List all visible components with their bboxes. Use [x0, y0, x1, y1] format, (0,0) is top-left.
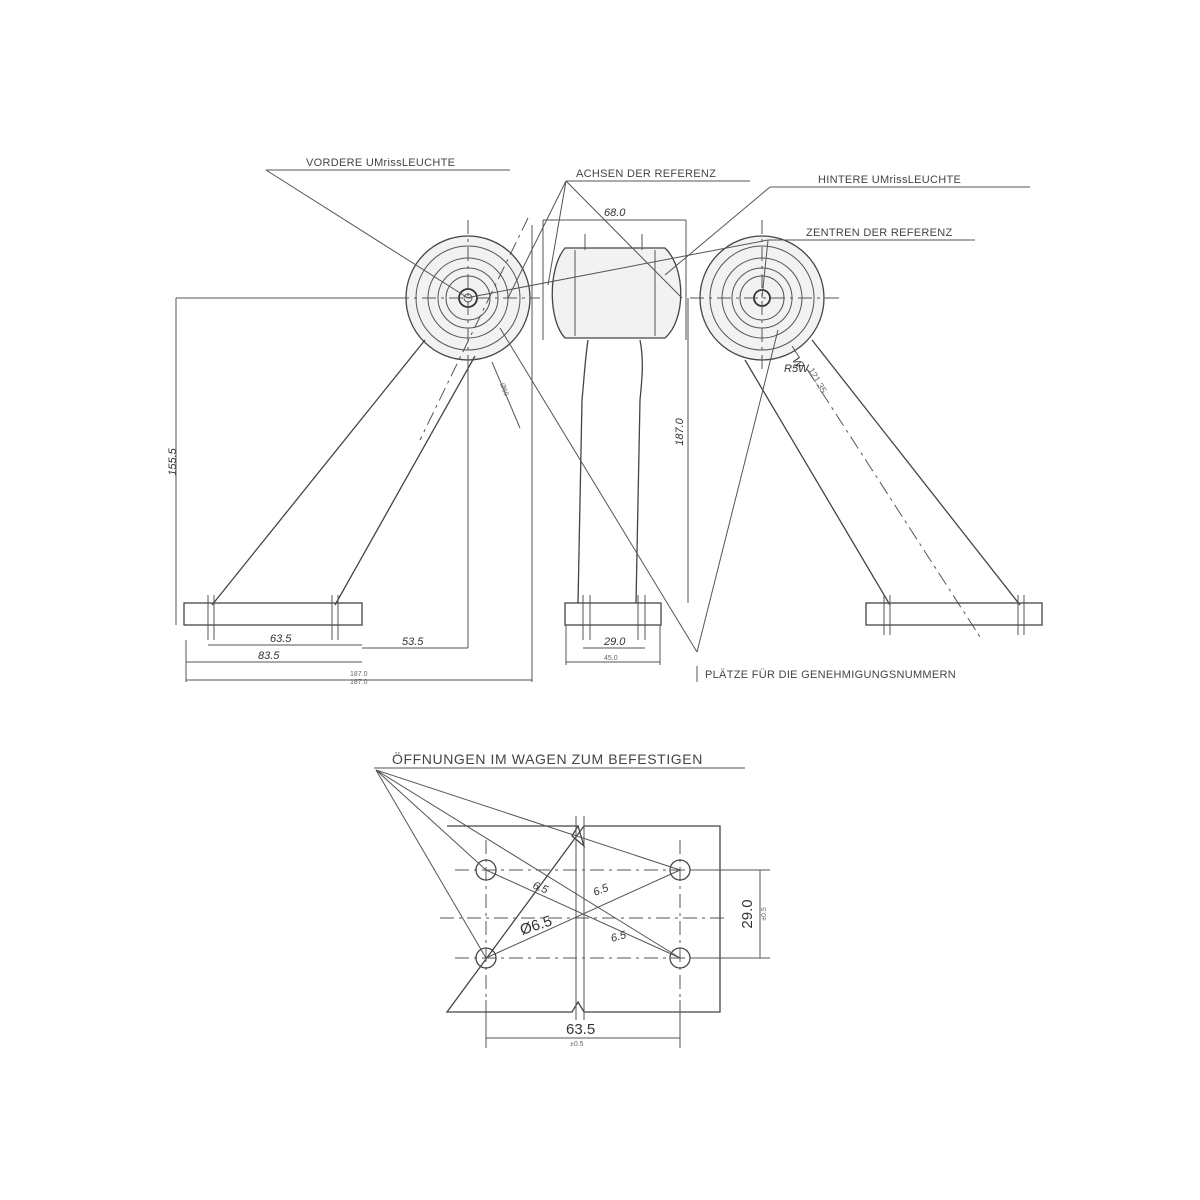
dim-hole-spacing-h-sub: ±0.5 — [570, 1041, 584, 1048]
leader-line — [507, 180, 567, 299]
dim-line — [491, 361, 521, 429]
label-reference-axes: ACHSEN DER REFERENZ — [576, 168, 716, 180]
label-mounting-holes: ÖFFNUNGEN IM WAGEN ZUM BEFESTIGEN — [392, 750, 703, 767]
front-lamp-view: 155.5 63.5 83.5 53.5 187.0 187.0 Ø60 — [167, 217, 540, 686]
hole-label-c: 6.5 — [610, 929, 629, 945]
hole-diagonal — [485, 869, 681, 959]
dim-diameter: Ø60 — [498, 382, 509, 397]
dim-base-outer: 83.5 — [258, 650, 280, 662]
dim-overall-width-sub: 187.0 — [350, 679, 368, 686]
dim-base-inner: 63.5 — [270, 633, 292, 645]
label-rear-lamp: HINTERE UMrissLEUCHTE — [818, 174, 961, 186]
rear-lamp-diag-axis — [791, 345, 983, 641]
dim-overall-width: 187.0 — [350, 671, 368, 678]
rear-arm-edge — [811, 339, 1021, 606]
side-arm-edge — [577, 339, 589, 604]
mounting-hole — [475, 859, 497, 881]
leader-line — [499, 327, 698, 653]
leader-line — [465, 239, 769, 299]
dim-hole-spacing-v-sub: ±0.5 — [761, 907, 768, 921]
label-front-lamp: VORDERE UMrissLEUCHTE — [306, 157, 455, 169]
leader-line — [761, 239, 769, 299]
dim-mid-base-sub: 45.0 — [604, 655, 618, 662]
leader-line — [565, 180, 683, 299]
callouts: VORDERE UMrissLEUCHTE ACHSEN DER REFEREN… — [265, 157, 1030, 682]
mounting-plate — [445, 825, 721, 1013]
side-lamp-body — [551, 247, 682, 339]
dim-hole-spacing-h: 63.5 — [566, 1021, 595, 1038]
dim-bulb-type: R5W — [784, 363, 810, 375]
side-base — [564, 602, 662, 626]
leader-line — [696, 329, 779, 653]
dim-left-height: 155.5 — [167, 447, 179, 475]
hole-label-a: 6.5 — [531, 880, 550, 897]
hole-label-b: 6.5 — [592, 882, 611, 899]
label-approval-places: PLÄTZE FÜR DIE GENEHMIGUNGSNUMMERN — [705, 669, 956, 681]
leader-line — [375, 769, 681, 871]
mounting-holes-view: ÖFFNUNGEN IM WAGEN ZUM BEFESTIGEN 6.5 6.… — [374, 750, 770, 1048]
front-arm-edge — [334, 355, 476, 606]
mounting-hole — [475, 947, 497, 969]
rear-lamp-view: W R5W 121.35 — [690, 220, 1043, 641]
dim-mid-base: 29.0 — [603, 636, 626, 648]
leader-line — [375, 769, 487, 959]
dim-offset: 53.5 — [402, 636, 424, 648]
dim-top-width: 68.0 — [604, 207, 626, 219]
front-base — [183, 602, 363, 626]
side-view: 68.0 29.0 45.0 187.0 — [542, 207, 689, 665]
label-reference-centers: ZENTREN DER REFERENZ — [806, 227, 953, 239]
leader-line — [375, 769, 487, 871]
leader-line — [375, 769, 681, 959]
rear-base — [865, 602, 1043, 626]
rear-arm-edge — [744, 359, 891, 606]
dim-mid-height: 187.0 — [674, 417, 686, 445]
leader-line — [664, 186, 771, 276]
side-arm-edge — [635, 339, 643, 604]
leader-line — [547, 180, 567, 286]
dim-hole-spacing-v: 29.0 — [739, 899, 756, 928]
front-arm-edge — [211, 339, 426, 606]
leader-line — [265, 169, 469, 299]
dim-bulb-dim: 121.35 — [806, 366, 828, 395]
